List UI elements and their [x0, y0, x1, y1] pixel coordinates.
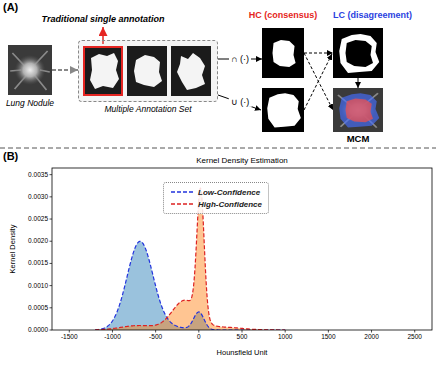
tick-mark	[414, 330, 415, 333]
tick-mark	[198, 330, 199, 333]
edge-label: ∩ (·)	[229, 54, 251, 64]
union-mask	[262, 88, 304, 132]
legend-entry: Low-Confidence	[170, 186, 262, 198]
high-confidence-overlay	[346, 99, 374, 123]
tick-mark	[285, 330, 286, 333]
operation-label: ∪ (·)	[229, 97, 252, 107]
tick-mark	[328, 330, 329, 333]
mask-region	[267, 93, 301, 127]
x-tick-label: 1000	[278, 333, 292, 340]
ct-background	[333, 88, 383, 132]
density-line	[95, 241, 285, 330]
axis-ticks	[50, 175, 415, 333]
node-label: Multiple Annotation Set	[104, 105, 191, 115]
axis-title: Kernel Density	[9, 225, 18, 274]
legend-box: Low-ConfidenceHigh-Confidence	[163, 182, 269, 214]
node-label: LC (disagreement)	[333, 10, 412, 20]
image-node: Lung Nodule	[8, 45, 52, 95]
tick-mark	[50, 330, 53, 331]
tick-mark	[50, 263, 53, 264]
legend-line	[171, 191, 193, 192]
tick-mark	[155, 330, 156, 333]
vessel-streaks	[10, 51, 50, 90]
tick-mark	[50, 241, 53, 242]
node-label: MCM	[347, 134, 370, 145]
nodule-blob	[15, 55, 46, 85]
tick-mark	[50, 174, 53, 175]
connector-arrow	[304, 53, 333, 54]
mask-ground	[333, 28, 383, 78]
tick-mark	[112, 330, 113, 333]
image-node: HC (consensus)	[262, 28, 304, 78]
legend-sample	[170, 200, 194, 208]
disagreement-ring	[333, 28, 383, 78]
y-tick-label: 0.0015	[28, 260, 48, 267]
legend-entry: High-Confidence	[170, 198, 262, 210]
connector-arrow	[52, 69, 78, 71]
legend-line	[171, 203, 193, 204]
x-tick-label: -500	[149, 333, 162, 340]
x-tick-label: -1000	[104, 333, 121, 340]
image-node: LC (disagreement)	[333, 28, 383, 78]
tick-mark	[50, 219, 53, 220]
ring-inner	[346, 40, 374, 67]
x-tick-label: 0	[197, 333, 201, 340]
axis-title: Hounsfield Unit	[217, 349, 268, 358]
y-tick-label: 0.0000	[28, 326, 48, 333]
tick-mark	[50, 196, 53, 197]
chart-title: Kernel Density Estimation	[196, 156, 288, 165]
y-tick-label: 0.0010	[28, 282, 48, 289]
panel-label: (B)	[3, 150, 18, 163]
mask-region	[273, 40, 296, 67]
union-arrow	[218, 95, 261, 110]
node-label: Traditional single annotation	[42, 14, 165, 24]
legend-sample	[170, 188, 194, 196]
legend-label: High-Confidence	[198, 200, 262, 209]
x-tick-label: 1500	[321, 333, 335, 340]
tick-mark	[242, 330, 243, 333]
lung-nodule-ct	[8, 45, 52, 95]
image-node: MCM	[333, 88, 383, 132]
connector-arrow	[358, 78, 359, 88]
tick-mark	[50, 307, 53, 308]
ct-background	[8, 45, 52, 95]
x-tick-label: 500	[237, 333, 248, 340]
plot-frame	[52, 168, 432, 330]
tick-mark	[50, 285, 53, 286]
x-tick-label: 2500	[407, 333, 421, 340]
mask-ground	[262, 28, 304, 78]
y-tick-label: 0.0025	[28, 215, 48, 222]
x-tick-label: 2000	[364, 333, 378, 340]
legend-label: Low-Confidence	[198, 188, 260, 197]
node-label: HC (consensus)	[249, 10, 318, 20]
tick-mark	[69, 330, 70, 333]
connector-arrow	[304, 53, 333, 110]
single-annotation-box: Traditional single annotation	[83, 46, 123, 96]
x-tick-label: -1500	[61, 333, 78, 340]
union-to-ring-arrow	[304, 54, 332, 110]
tick-mark	[371, 330, 372, 333]
intersection-mask	[262, 28, 304, 78]
ring-outer	[339, 34, 379, 73]
panel-separator	[0, 148, 436, 149]
mask-ground	[262, 88, 304, 132]
annotation-group-box: Multiple Annotation SetTraditional singl…	[78, 40, 218, 102]
y-tick-label: 0.0035	[28, 171, 48, 178]
y-tick-label: 0.0030	[28, 193, 48, 200]
y-tick-label: 0.0005	[28, 304, 48, 311]
low-confidence-overlay	[339, 93, 379, 127]
y-tick-label: 0.0020	[28, 237, 48, 244]
node-label: Lung Nodule	[6, 99, 54, 109]
mcm-overlay	[333, 88, 383, 132]
panel-label: (A)	[3, 1, 18, 14]
